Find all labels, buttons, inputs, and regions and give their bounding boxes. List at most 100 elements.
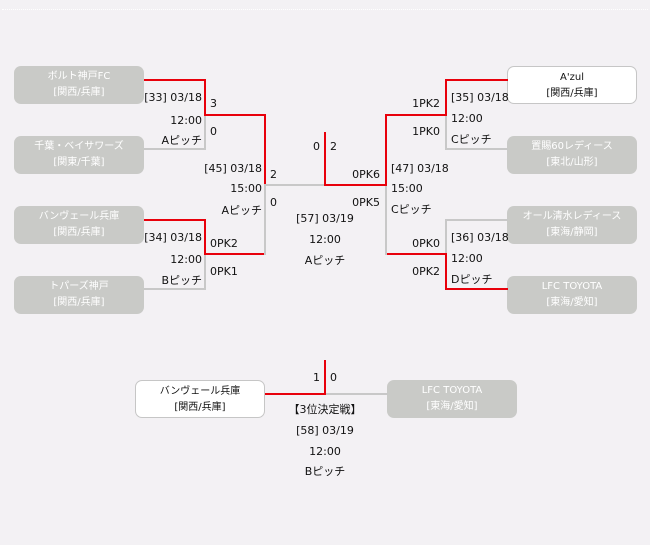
- match-34-time: 12:00: [170, 253, 202, 266]
- team-box-bolt-kobe[interactable]: ボルト神戸FC [関西/兵庫]: [14, 66, 144, 104]
- team-region: [関西/兵庫]: [53, 297, 105, 308]
- bracket-line: [144, 148, 206, 150]
- bracket-line: [204, 219, 206, 255]
- team-name: ボルト神戸FC: [47, 71, 111, 82]
- team-name: オール清水レディース: [522, 211, 622, 222]
- match-33-score-top: 3: [210, 97, 217, 110]
- match-47-pitch[interactable]: Cピッチ: [391, 203, 432, 216]
- team-box-lfc-toyota[interactable]: LFC TOYOTA [東海/愛知]: [507, 276, 637, 314]
- match-33-pitch[interactable]: Aピッチ: [161, 134, 202, 147]
- bracket-line: [144, 79, 206, 81]
- bracket-line: [204, 114, 206, 150]
- bracket-line: [326, 393, 388, 395]
- bracket-line: [445, 219, 447, 255]
- match-45-time: 15:00: [230, 182, 262, 195]
- match-58-score-left: 1: [313, 371, 320, 384]
- team-name: バンヴェール兵庫: [38, 211, 120, 222]
- match-33-score-bottom: 0: [210, 125, 217, 138]
- match-58-time: 12:00: [309, 445, 341, 458]
- bracket-line: [445, 253, 447, 290]
- team-box-topaz-kobe[interactable]: トパーズ神戸 [関西/兵庫]: [14, 276, 144, 314]
- team-box-third-place-left[interactable]: バンヴェール兵庫 [関西/兵庫]: [135, 380, 265, 418]
- match-45-score-bottom: 0: [270, 196, 277, 209]
- team-box-all-shimizu-ladies[interactable]: オール清水レディース [東海/静岡]: [507, 206, 637, 244]
- team-region: [関東/千葉]: [53, 157, 105, 168]
- match-45-score-top: 2: [270, 168, 277, 181]
- team-region: [関西/兵庫]: [546, 88, 598, 99]
- bracket-line: [144, 288, 206, 290]
- bracket-line: [264, 184, 266, 255]
- match-33-id: [33] 03/18: [144, 91, 202, 104]
- bracket-line: [385, 114, 447, 116]
- bracket-line: [385, 114, 387, 186]
- match-47-score-bottom: 0PK5: [352, 196, 380, 209]
- match-58-id: [58] 03/19: [296, 424, 354, 437]
- bracket-line: [385, 253, 447, 255]
- bracket-line: [445, 79, 447, 116]
- team-box-chiba-baysaurs[interactable]: 千葉・ベイサワーズ [関東/千葉]: [14, 136, 144, 174]
- bracket-line: [445, 79, 508, 81]
- top-dotted-rule: [2, 9, 648, 10]
- bracket-line: [265, 393, 326, 395]
- match-57-score-right: 2: [330, 140, 337, 153]
- team-name: A'zul: [560, 72, 584, 83]
- match-58-score-right: 0: [330, 371, 337, 384]
- match-34-id: [34] 03/18: [144, 231, 202, 244]
- match-57-id: [57] 03/19: [296, 212, 354, 225]
- bracket-line: [204, 253, 266, 255]
- bracket-line: [385, 184, 387, 255]
- team-box-third-place-right[interactable]: LFC TOYOTA [東海/愛知]: [387, 380, 517, 418]
- match-47-id: [47] 03/18: [391, 162, 449, 175]
- team-region: [東海/愛知]: [546, 297, 598, 308]
- match-57-time: 12:00: [309, 233, 341, 246]
- match-58-title: 【3位決定戦】: [288, 403, 362, 416]
- match-35-time: 12:00: [451, 112, 483, 125]
- match-58-pitch[interactable]: Bピッチ: [304, 465, 346, 478]
- match-36-pitch[interactable]: Dピッチ: [451, 273, 493, 286]
- match-57-score-left: 0: [313, 140, 320, 153]
- match-35-score-bottom: 1PK0: [412, 125, 440, 138]
- bracket-line: [325, 184, 387, 186]
- team-region: [東海/愛知]: [426, 401, 478, 412]
- match-45-pitch[interactable]: Aピッチ: [221, 204, 262, 217]
- team-name: LFC TOYOTA: [421, 385, 483, 396]
- team-box-okitama-60-ladies[interactable]: 置賜60レディース [東北/山形]: [507, 136, 637, 174]
- bracket-line: [204, 254, 206, 290]
- team-region: [関西/兵庫]: [53, 227, 105, 238]
- match-35-score-top: 1PK2: [412, 97, 440, 110]
- bracket-line: [445, 148, 508, 150]
- match-36-score-bottom: 0PK2: [412, 265, 440, 278]
- bracket-line: [264, 114, 266, 186]
- match-34-score-bottom: 0PK1: [210, 265, 238, 278]
- bracket-line: [324, 360, 326, 395]
- match-35-id: [35] 03/18: [451, 91, 509, 104]
- match-47-time: 15:00: [391, 182, 423, 195]
- bracket-line: [144, 219, 206, 221]
- team-region: [東海/静岡]: [546, 227, 598, 238]
- match-35-pitch[interactable]: Cピッチ: [451, 133, 492, 146]
- bracket-line: [445, 219, 508, 221]
- match-33-time: 12:00: [170, 114, 202, 127]
- team-name: 置賜60レディース: [531, 141, 613, 152]
- team-box-banvert-hyogo[interactable]: バンヴェール兵庫 [関西/兵庫]: [14, 206, 144, 244]
- team-name: トパーズ神戸: [49, 281, 109, 292]
- match-47-score-top: 0PK6: [352, 168, 380, 181]
- match-36-score-top: 0PK0: [412, 237, 440, 250]
- team-name: 千葉・ベイサワーズ: [34, 141, 124, 152]
- team-box-azul[interactable]: A'zul [関西/兵庫]: [507, 66, 637, 104]
- team-region: [関西/兵庫]: [53, 87, 105, 98]
- match-34-score-top: 0PK2: [210, 237, 238, 250]
- team-region: [関西/兵庫]: [174, 402, 226, 413]
- team-name: LFC TOYOTA: [541, 281, 603, 292]
- team-region: [東北/山形]: [546, 157, 598, 168]
- match-36-id: [36] 03/18: [451, 231, 509, 244]
- bracket-line: [445, 288, 508, 290]
- match-45-id: [45] 03/18: [204, 162, 262, 175]
- bracket-line-final: [324, 132, 326, 186]
- bracket-line: [204, 114, 266, 116]
- match-57-pitch[interactable]: Aピッチ: [304, 254, 346, 267]
- match-34-pitch[interactable]: Bピッチ: [161, 274, 202, 287]
- bracket-line: [264, 184, 325, 186]
- match-36-time: 12:00: [451, 252, 483, 265]
- bracket-line: [204, 79, 206, 116]
